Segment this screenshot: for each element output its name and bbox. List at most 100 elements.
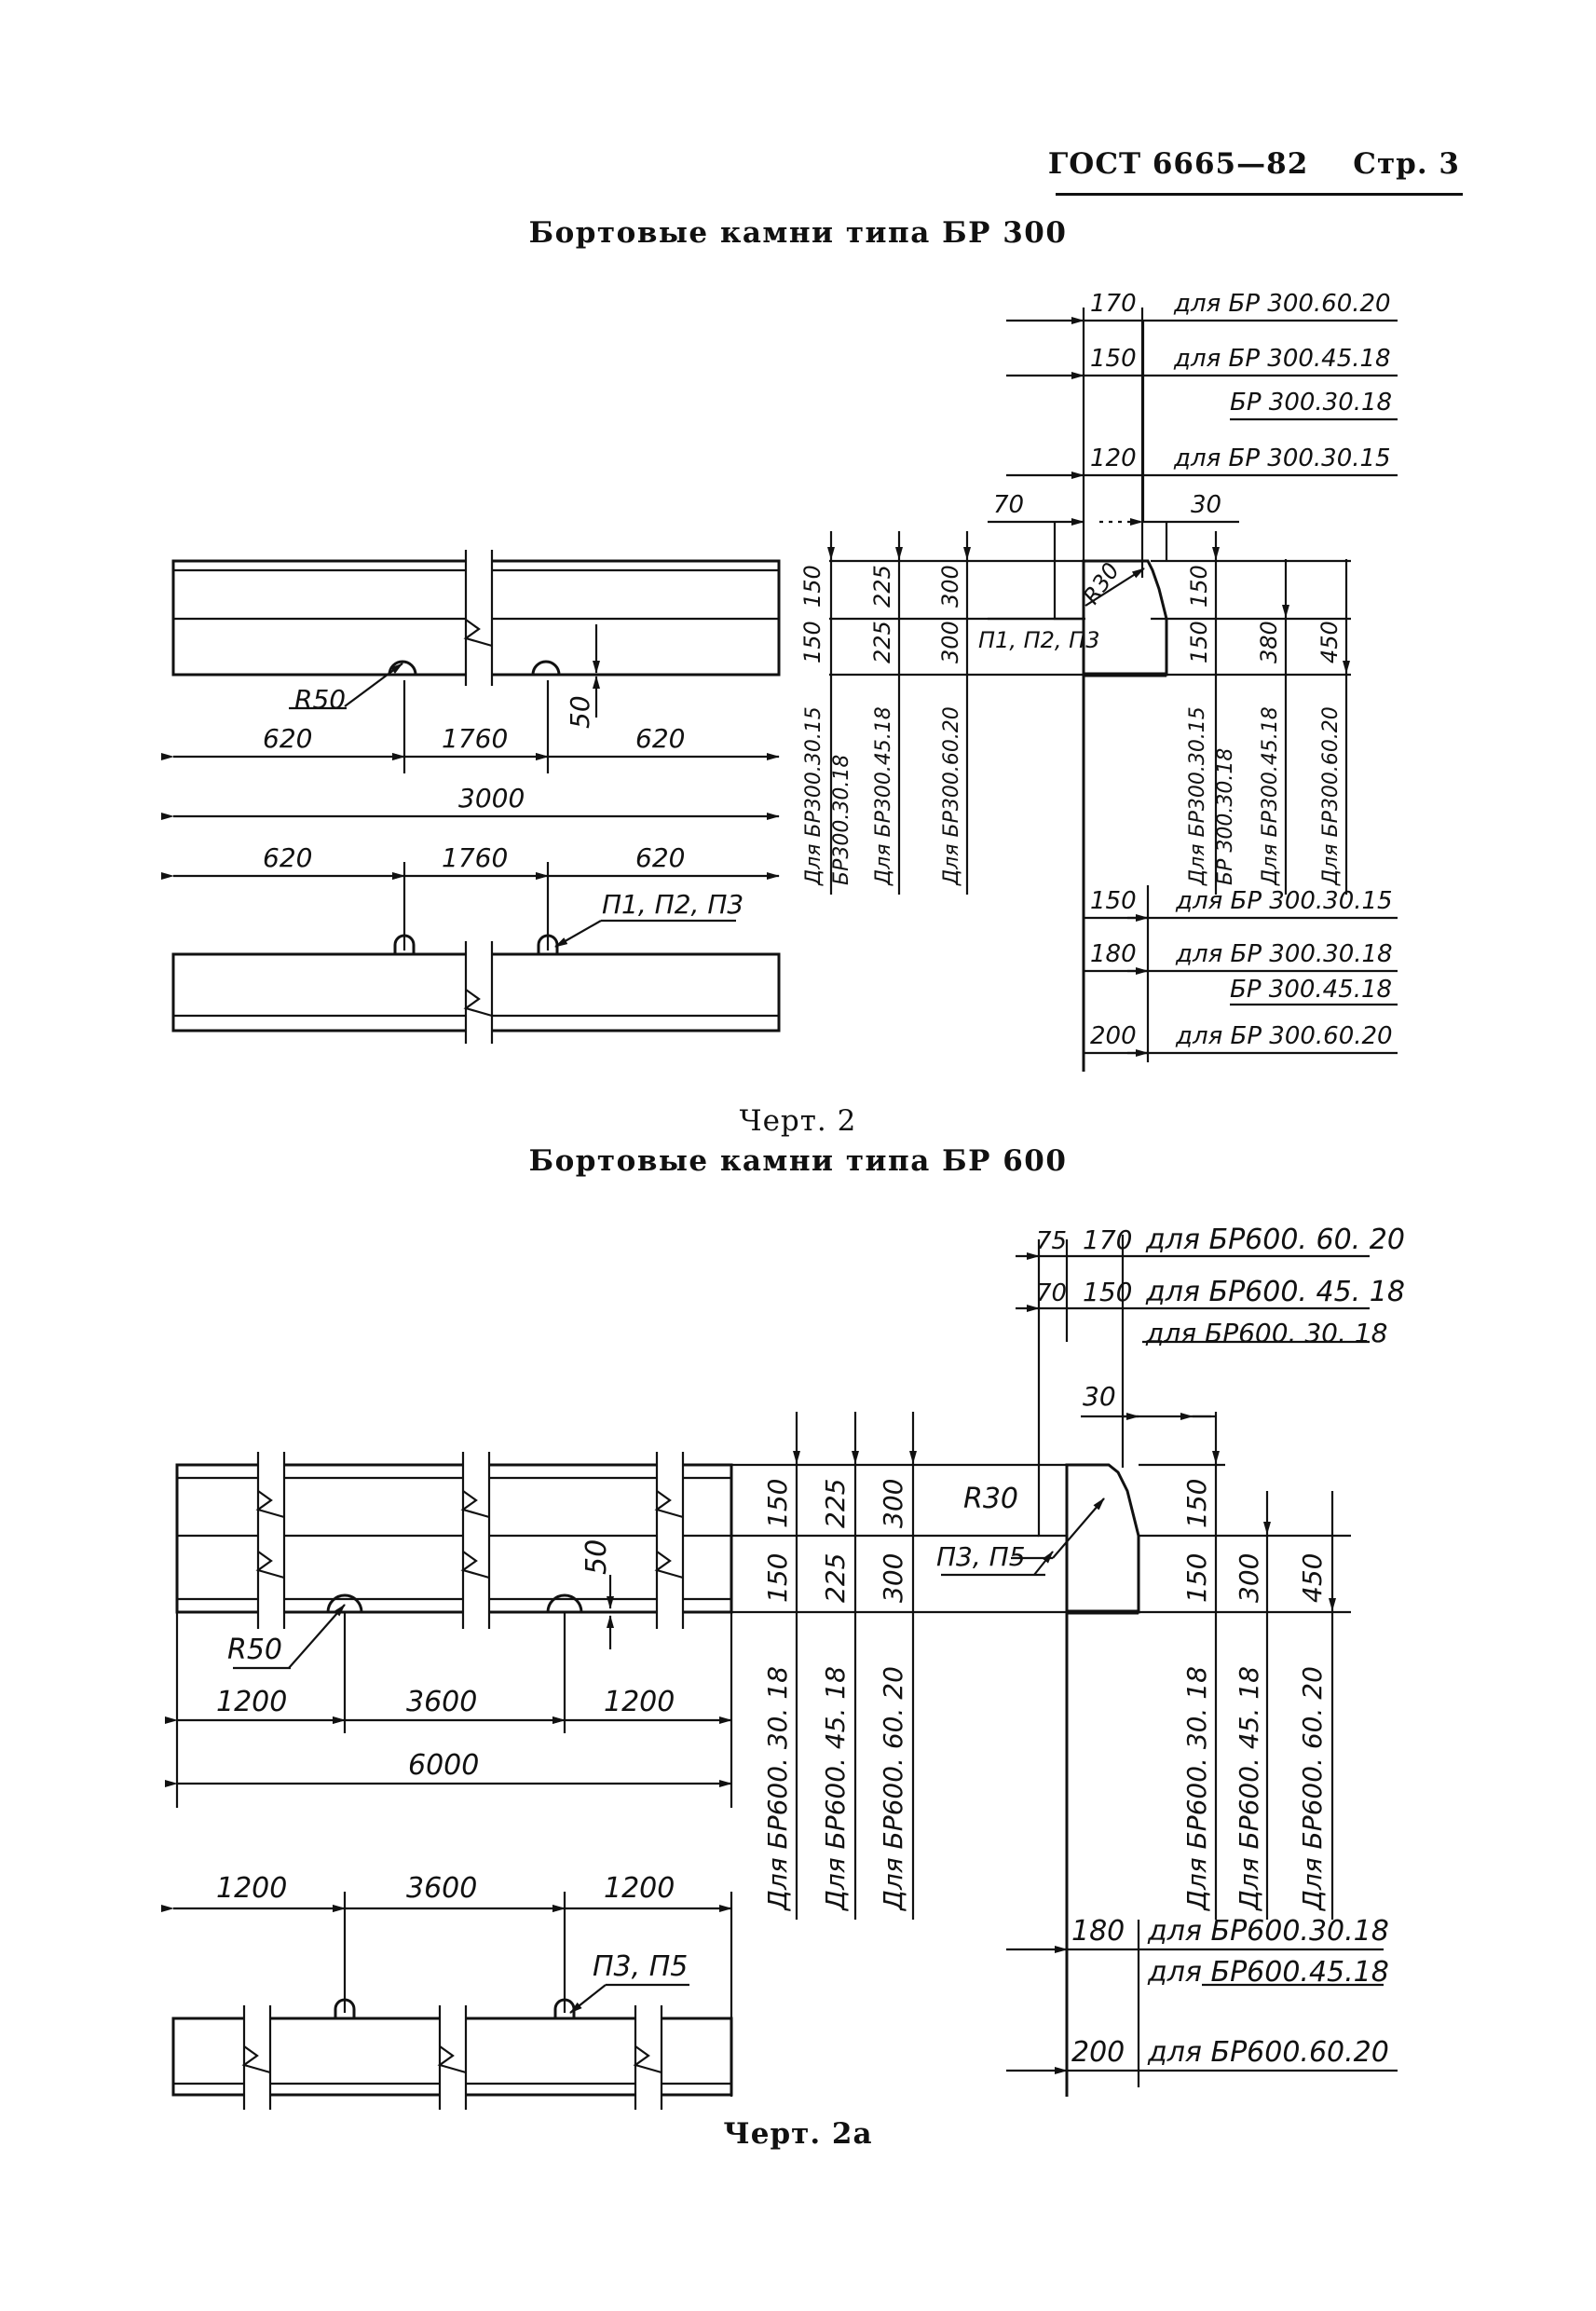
- fig2a-top-label-1: для БР600. 60. 20: [1145, 1224, 1405, 1256]
- fig2-bot-dim-1: 150: [1090, 887, 1137, 915]
- fig2-left-label-2: БР300.30.18: [830, 755, 853, 885]
- fig2a-left-label-1: Для БР600. 30. 18: [762, 1666, 793, 1912]
- standard-number: ГОСТ 6665—82: [1047, 147, 1309, 181]
- fig2-bot-label-4: для БР 300.60.20: [1175, 1022, 1393, 1050]
- fig2-right-label-2: БР 300.30.18: [1214, 748, 1237, 885]
- fig2-left-top-225: 225: [869, 565, 895, 608]
- fig2a-bot-label-1: для БР600.30.18: [1147, 1915, 1389, 1948]
- fig2-bot-label-1: для БР 300.30.15: [1175, 887, 1393, 915]
- fig2-dim-620a: 620: [263, 723, 312, 754]
- fig2a-bot-dim-1: 180: [1071, 1915, 1125, 1948]
- fig2-right-label-3: Для БР300.45.18: [1259, 706, 1282, 886]
- fig2-left-bot-225: 225: [869, 621, 895, 663]
- fig2-left-label-3: Для БР300.45.18: [872, 706, 895, 886]
- section2-caption: Черт. 2а: [723, 2117, 873, 2151]
- fig2a-left-top-225: 225: [820, 1479, 851, 1528]
- fig2-radius-label: R50: [294, 684, 346, 715]
- fig2a-left-bot-225: 225: [820, 1553, 851, 1603]
- fig2a-bot-dim-3: 200: [1071, 2036, 1125, 2069]
- fig2a-right-top-150: 150: [1181, 1479, 1212, 1528]
- fig2a-front-view: [161, 1892, 733, 2110]
- fig2-loops-label: П1, П2, П3: [602, 889, 743, 920]
- fig2a-front-1200b: 1200: [604, 1872, 675, 1905]
- header-rule: [1056, 193, 1463, 196]
- fig2-offset-70: 70: [993, 491, 1024, 519]
- fig2a-left-bot-300: 300: [878, 1553, 908, 1603]
- fig2-left-bot-150: 150: [799, 621, 825, 663]
- fig2a-left-label-3: Для БР600. 60. 20: [878, 1666, 908, 1912]
- fig2-section-loops: П1, П2, П3: [978, 627, 1099, 653]
- fig2-top-label-2: для БР 300.45.18: [1173, 345, 1391, 373]
- fig2a-dim-1200a: 1200: [216, 1686, 287, 1718]
- fig2-bot-dim-2: 180: [1090, 940, 1137, 968]
- section1-caption: Черт. 2: [739, 1104, 857, 1138]
- fig2a-right-bot-150: 150: [1181, 1553, 1212, 1603]
- fig2a-radius-label: R50: [227, 1634, 282, 1666]
- fig2a-section: [731, 1235, 1398, 2097]
- fig2-top-dim-2: 150: [1090, 345, 1137, 373]
- fig2-dim-1760: 1760: [442, 723, 508, 754]
- fig2-top-label-3: БР 300.30.18: [1230, 389, 1392, 417]
- fig2-top-dim-4: 120: [1090, 444, 1137, 472]
- fig2a-r30-label: R30: [963, 1483, 1018, 1515]
- fig2a-bot-label-3: для БР600.60.20: [1147, 2036, 1389, 2069]
- fig2a-offset-30: 30: [1083, 1381, 1116, 1412]
- fig2-left-label-1: Для БР300.30.15: [802, 706, 825, 886]
- fig2a-right-label-1: Для БР600. 30. 18: [1181, 1666, 1212, 1912]
- fig2-front-1760: 1760: [442, 842, 508, 873]
- fig2a-right-label-2: Для БР600. 45. 18: [1234, 1666, 1264, 1912]
- fig2-bot-label-3: БР 300.45.18: [1230, 976, 1392, 1004]
- fig2a-left-bot-150: 150: [762, 1553, 793, 1603]
- fig2-right-450: 450: [1316, 621, 1343, 663]
- fig2-bot-dim-4: 200: [1090, 1022, 1137, 1050]
- page-header: ГОСТ 6665—82 Стр. 3: [1048, 147, 1460, 181]
- fig2-front-view: [161, 862, 781, 1044]
- fig2-section: [827, 308, 1398, 1072]
- fig2-front-620b: 620: [635, 842, 685, 873]
- fig2-dim-3000: 3000: [458, 783, 525, 814]
- fig2a-loops-label: П3, П5: [593, 1950, 688, 1983]
- fig2-plan-view: [161, 550, 781, 820]
- fig2-left-bot-300: 300: [937, 621, 963, 663]
- fig2a-top-d1-1: 75: [1036, 1227, 1067, 1255]
- fig2a-dim-3600: 3600: [406, 1686, 477, 1718]
- fig2-left-label-4: Для БР300.60.20: [940, 706, 963, 886]
- fig2-top-dim-1: 170: [1090, 290, 1137, 318]
- fig2-offset-30: 30: [1191, 491, 1221, 519]
- section2-title: Бортовые камни типа БР 600: [528, 1144, 1068, 1178]
- fig2-front-620a: 620: [263, 842, 312, 873]
- fig2a-left-label-2: Для БР600. 45. 18: [820, 1666, 851, 1912]
- fig2-dim-620b: 620: [635, 723, 685, 754]
- fig2a-left-top-150: 150: [762, 1479, 793, 1528]
- fig2a-front-1200a: 1200: [216, 1872, 287, 1905]
- fig2-top-label-4: для БР 300.30.15: [1173, 444, 1391, 472]
- fig2a-top-label-2: для БР600. 45. 18: [1145, 1276, 1405, 1308]
- fig2-right-bot-150: 150: [1186, 621, 1212, 663]
- section1-title: Бортовые камни типа БР 300: [528, 216, 1068, 250]
- fig2-bot-label-2: для БР 300.30.18: [1175, 940, 1393, 968]
- page-number: Стр. 3: [1353, 147, 1460, 181]
- fig2a-left-top-300: 300: [878, 1479, 908, 1528]
- fig2a-dim-50: 50: [580, 1539, 613, 1575]
- fig2a-top-d2-2: 150: [1083, 1277, 1132, 1307]
- fig2a-bot-label-2: для БР600.45.18: [1147, 1956, 1389, 1989]
- fig2-right-label-4: Для БР300.60.20: [1319, 706, 1343, 886]
- fig2a-plan-view: [165, 1452, 733, 1808]
- fig2-right-380: 380: [1256, 621, 1282, 663]
- fig2a-top-d1-2: 70: [1036, 1279, 1067, 1307]
- fig2a-front-3600: 3600: [406, 1872, 477, 1905]
- fig2a-dim-1200b: 1200: [604, 1686, 675, 1718]
- fig2a-right-450: 450: [1297, 1553, 1328, 1603]
- fig2a-right-300: 300: [1234, 1553, 1264, 1603]
- fig2-left-top-150: 150: [799, 565, 825, 608]
- fig2-top-label-1: для БР 300.60.20: [1173, 290, 1391, 318]
- fig2-left-top-300: 300: [937, 565, 963, 608]
- fig2a-top-d2-1: 170: [1083, 1224, 1132, 1255]
- fig2a-top-label-3: для БР600. 30. 18: [1145, 1318, 1387, 1348]
- fig2-right-label-1: Для БР300.30.15: [1186, 706, 1209, 886]
- fig2a-section-loops: П3, П5: [936, 1541, 1026, 1572]
- fig2-right-top-150: 150: [1186, 565, 1212, 608]
- fig2a-dim-6000: 6000: [408, 1749, 479, 1782]
- fig2-dim-50: 50: [565, 695, 595, 729]
